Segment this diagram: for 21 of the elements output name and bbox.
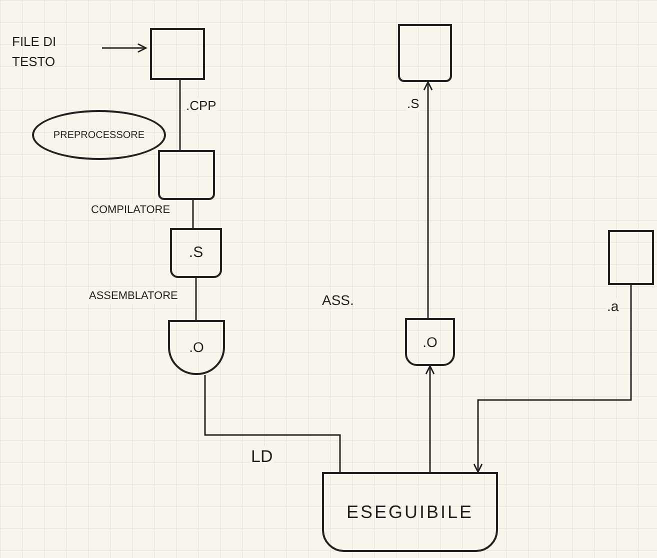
file-box (150, 28, 205, 80)
arrow (425, 365, 435, 472)
edge-label: ASSEMBLATORE (88, 290, 179, 304)
process-oval: PREPROCESSORE (32, 110, 166, 160)
edge-label: .S (406, 96, 420, 112)
arrow (473, 285, 632, 473)
file-box (608, 230, 654, 285)
arrow (423, 81, 433, 318)
arrow (102, 43, 147, 53)
file-box (398, 24, 452, 82)
edge-label: .CPP (185, 98, 218, 114)
file-box (158, 150, 215, 200)
file-box: .O (405, 318, 455, 366)
edge-label: LD (250, 446, 274, 468)
executable-box: ESEGUIBILE (322, 472, 498, 552)
file-box: .O (168, 320, 225, 375)
note-label: ASS. (322, 291, 354, 310)
file-box: .S (170, 228, 222, 278)
edge-label: .a (606, 298, 620, 316)
edge-label: COMPILATORE (90, 204, 172, 218)
text-label: FILE DI TESTO (12, 20, 102, 84)
